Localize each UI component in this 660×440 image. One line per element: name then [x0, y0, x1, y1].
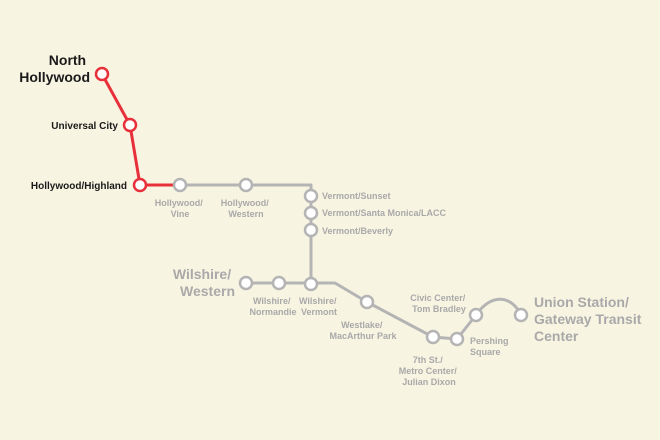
station-marker-vermont-sunset[interactable] [303, 188, 319, 204]
station-label-wilshire-western: Wilshire/ Western [173, 266, 235, 299]
station-marker-civic-center[interactable] [468, 307, 484, 323]
station-label-vermont-beverly: Vermont/Beverly [322, 226, 393, 236]
station-marker-wilshire-western[interactable] [238, 275, 254, 291]
station-label-vermont-santa-monica: Vermont/Santa Monica/LACC [322, 208, 447, 218]
station-label-westlake-macarthur: Westlake/ MacArthur Park [329, 320, 397, 341]
station-label-wilshire-normandie: Wilshire/ Normandie [249, 296, 296, 317]
station-label-north-hollywood: North Hollywood [19, 52, 90, 85]
station-marker-westlake-macarthur[interactable] [359, 294, 375, 310]
station-marker-wilshire-normandie[interactable] [271, 275, 287, 291]
station-label-vermont-sunset: Vermont/Sunset [322, 191, 391, 201]
station-marker-hollywood-highland[interactable] [132, 177, 148, 193]
inactive-line-route [138, 183, 523, 341]
station-label-7th-metro-center: 7th St./ Metro Center/ Julian Dixon [399, 355, 460, 387]
station-label-hollywood-highland: Hollywood/Highland [31, 181, 127, 192]
active-line-route [100, 72, 182, 187]
station-marker-vermont-beverly[interactable] [303, 222, 319, 238]
station-marker-wilshire-vermont[interactable] [303, 276, 319, 292]
station-marker-pershing-square[interactable] [449, 331, 465, 347]
station-marker-vermont-santa-monica[interactable] [303, 205, 319, 221]
station-label-hollywood-western: Hollywood/ Western [221, 198, 272, 219]
station-label-civic-center: Civic Center/ Tom Bradley [410, 293, 468, 314]
station-marker-hollywood-western[interactable] [238, 177, 254, 193]
station-marker-north-hollywood[interactable] [94, 66, 110, 82]
station-label-union-station: Union Station/ Gateway Transit Center [534, 294, 645, 344]
station-label-hollywood-vine: Hollywood/ Vine [155, 198, 206, 219]
station-marker-universal-city[interactable] [122, 117, 138, 133]
station-marker-7th-metro-center[interactable] [425, 329, 441, 345]
station-label-pershing-square: Pershing Square [470, 336, 511, 357]
station-markers [94, 66, 529, 347]
station-marker-hollywood-vine[interactable] [172, 177, 188, 193]
station-marker-union-station[interactable] [513, 307, 529, 323]
station-label-wilshire-vermont: Wilshire/ Vermont [299, 296, 339, 317]
station-label-universal-city: Universal City [51, 121, 118, 132]
station-labels: North Hollywood Universal City Hollywood… [19, 52, 645, 387]
